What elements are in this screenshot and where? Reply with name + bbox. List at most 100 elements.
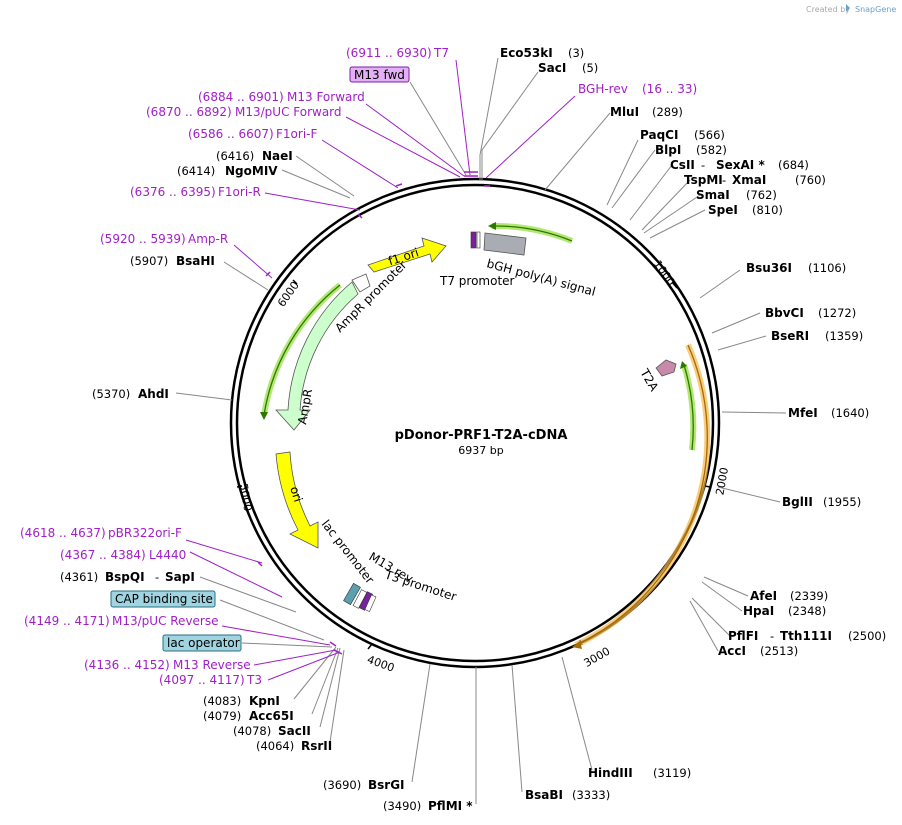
enzyme-name: BsrGI [368,778,405,792]
tick-label-5000: 5000 [237,482,255,512]
enzyme-pos: (566) [694,128,725,142]
primer-range: (6586 .. 6607) [188,127,274,141]
enzyme-pos: (762) [746,188,777,202]
enzyme-name: Eco53kI [500,46,553,60]
primer-name: L4440 [149,548,186,562]
enzyme-pos: (6416) [216,149,254,163]
lac-promoter-label: lac promoter [319,517,377,586]
ori-label: ori [287,485,305,504]
enzyme-sep: - [701,158,705,172]
enzyme-pos: (3690) [323,778,361,792]
plasmid-name: pDonor-PRF1-T2A-cDNA [395,428,568,443]
primer-name: BGH-rev [578,82,628,96]
enzyme-name: SacII [278,724,311,738]
enzyme-pos: (4079) [203,709,241,723]
ampr-promoter-feature [351,273,371,293]
orf-green-right [683,364,694,451]
t7-promoter-label: T7 promoter [439,274,515,288]
primer-name: Amp-R [188,232,228,246]
enzyme-name-2: SexAI * [716,158,765,172]
enzyme-pos: (810) [752,203,783,217]
primer-name: F1ori-R [218,185,261,199]
boxed-feature-name: CAP binding site [115,592,213,606]
t7-small-feature [476,231,481,249]
enzyme-sep: - [770,629,774,643]
enzyme-pos: (6414) [177,164,215,178]
primer-range: (6870 .. 6892) [146,105,232,119]
primer-range: (6911 .. 6930) [346,46,432,60]
orf-arrow-head [572,641,582,649]
t3-promoter-label: T3 promoter [382,567,458,604]
primer-leaders [185,59,576,681]
enzyme-name-2: Tth111I [780,629,832,643]
enzyme-name: NaeI [262,149,293,163]
orf-green-left [263,284,341,416]
cap-binding-site-box [110,590,216,608]
enzyme-pos: (3119) [653,766,691,780]
enzyme-name: MluI [610,105,639,119]
enzyme-pos: (1106) [808,261,846,275]
bgh-feature [483,232,527,256]
snapgene-logo-icon [846,4,850,12]
enzyme-pos: (2500) [848,629,886,643]
backbone-inner [235,183,715,663]
enzyme-pos: (5) [582,61,598,75]
orf-green-top-head [488,222,496,230]
enzyme-name: BsaBI [525,788,563,802]
primer-range: (5920 .. 5939) [100,232,186,246]
primer-name: T7 [433,46,449,60]
tick-label-2000: 2000 [713,466,731,496]
enzyme-name: SpeI [708,203,738,217]
lac-cluster [343,582,377,612]
enzyme-pos: (2348) [788,604,826,618]
enzyme-pos: (3490) [383,799,421,813]
m13-fwd-box [349,66,410,83]
enzyme-pos: (1272) [818,306,856,320]
lac-operator-box [162,634,242,652]
enzyme-name: NgoMIV [225,164,278,178]
primer-range: (16 .. 33) [642,82,697,96]
tick-label-4000: 4000 [365,653,396,675]
enzyme-pos: (4064) [256,739,294,753]
enzyme-pos: (2513) [760,644,798,658]
enzyme-name: AfeI [750,589,777,603]
ampr-feature [275,281,359,431]
watermark-brand: SnapGene [855,5,896,14]
enzyme-name: BlpI [655,143,681,157]
f1-ori-feature [367,237,447,273]
orf-green-left-head [260,412,268,420]
watermark-text: Created by [806,5,850,14]
enzyme-pos: (3333) [572,788,610,802]
enzyme-pos: (3) [568,46,584,60]
enzyme-sep: - [722,173,726,187]
enzyme-pos: (760) [795,173,826,187]
orf-green-top [491,225,573,242]
enzyme-name: HindIII [588,766,633,780]
primer-name: T3 [246,673,262,687]
enzyme-pos: (5907) [130,254,168,268]
primer-range: (4367 .. 4384) [60,548,146,562]
primer-glyphs [257,171,490,655]
enzyme-name: PaqCI [640,128,678,142]
primer-range: (6884 .. 6901) [198,90,284,104]
primer-name: F1ori-F [276,127,317,141]
right-leaders [479,57,787,793]
enzyme-pos: (1359) [825,329,863,343]
enzyme-name: Bsu36I [746,261,792,275]
ori-feature [275,451,319,549]
backbone-outer [229,177,721,669]
enzyme-name: RsrII [301,739,332,753]
enzyme-name: AccI [718,644,746,658]
primer-name: M13 Reverse [173,658,251,672]
enzyme-pos: (684) [778,158,809,172]
primer-range: (4618 .. 4637) [20,526,106,540]
primer-name: M13 fwd [354,68,405,82]
primer-name: M13/pUC Reverse [112,614,219,628]
enzyme-name: BspQI [105,570,145,584]
primer-name: M13 Forward [287,90,365,104]
ampr-label: AmpR [295,388,315,426]
primer-name: M13/pUC Forward [235,105,342,119]
enzyme-name: BbvCI [765,306,804,320]
tick-1000: 1000 [651,258,678,289]
t7-promoter-feature [470,231,477,249]
